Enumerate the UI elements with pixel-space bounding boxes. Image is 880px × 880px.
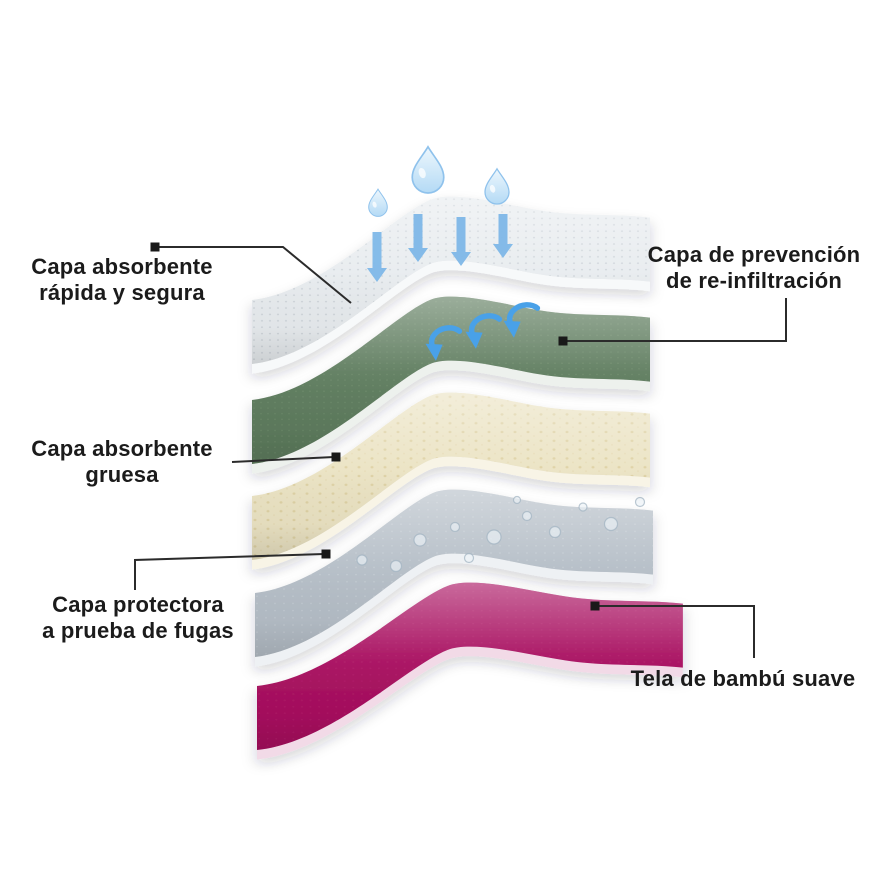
down-arrow-icon	[408, 214, 428, 262]
water-bead-icon	[389, 559, 403, 573]
label-thick-absorbent-layer: Capa absorbente gruesa	[10, 436, 234, 487]
water-drop-icon	[368, 188, 388, 217]
label-leakproof-layer: Capa protectora a prueba de fugas	[18, 592, 258, 643]
connector-dots	[150, 242, 600, 611]
label-line: Capa absorbente	[31, 436, 213, 461]
label-line: rápida y segura	[39, 279, 205, 305]
connector-dot	[150, 242, 160, 252]
water-drop-icon	[484, 168, 510, 205]
connector-dot	[590, 601, 600, 611]
connector-line	[231, 456, 335, 463]
water-bead-icon	[512, 495, 522, 505]
connector-line	[563, 298, 787, 342]
water-bead-icon	[413, 533, 427, 547]
connector-dot	[558, 336, 568, 346]
water-beads	[356, 495, 646, 573]
label-line: Tela de bambú suave	[630, 666, 856, 691]
label-quick-absorbent-layer: Capa absorbente rápida y segura	[10, 254, 234, 305]
connector-line	[595, 605, 755, 658]
label-re-infiltration-layer: Capa de prevención de re-infiltración	[628, 242, 880, 293]
label-bamboo-fabric-layer: Tela de bambú suave	[606, 666, 880, 692]
connector-line	[134, 553, 325, 590]
connector-dot	[321, 549, 331, 559]
label-line: gruesa	[85, 461, 159, 487]
connector-line	[159, 246, 352, 304]
water-bead-icon	[486, 529, 502, 545]
label-line: Capa absorbente	[31, 254, 213, 279]
water-bead-icon	[463, 552, 475, 564]
water-bead-icon	[603, 516, 619, 532]
water-bead-icon	[449, 521, 461, 533]
label-line: de re-infiltración	[666, 267, 842, 293]
water-drop-icon	[411, 145, 445, 194]
label-line: Capa protectora	[52, 592, 224, 617]
down-arrow-icon	[451, 217, 471, 266]
connector-dot	[331, 452, 341, 462]
label-line: a prueba de fugas	[42, 617, 234, 643]
connectors	[134, 246, 787, 658]
label-line: Capa de prevención	[647, 242, 861, 267]
down-arrow-icon	[493, 214, 513, 258]
water-bead-icon	[548, 525, 562, 539]
water-bead-icon	[578, 502, 588, 512]
water-bead-icon	[356, 554, 368, 566]
down-arrow-icon	[367, 232, 387, 282]
water-bead-icon	[521, 510, 533, 522]
water-bead-icon	[634, 496, 646, 508]
absorb-arrows	[367, 214, 513, 282]
